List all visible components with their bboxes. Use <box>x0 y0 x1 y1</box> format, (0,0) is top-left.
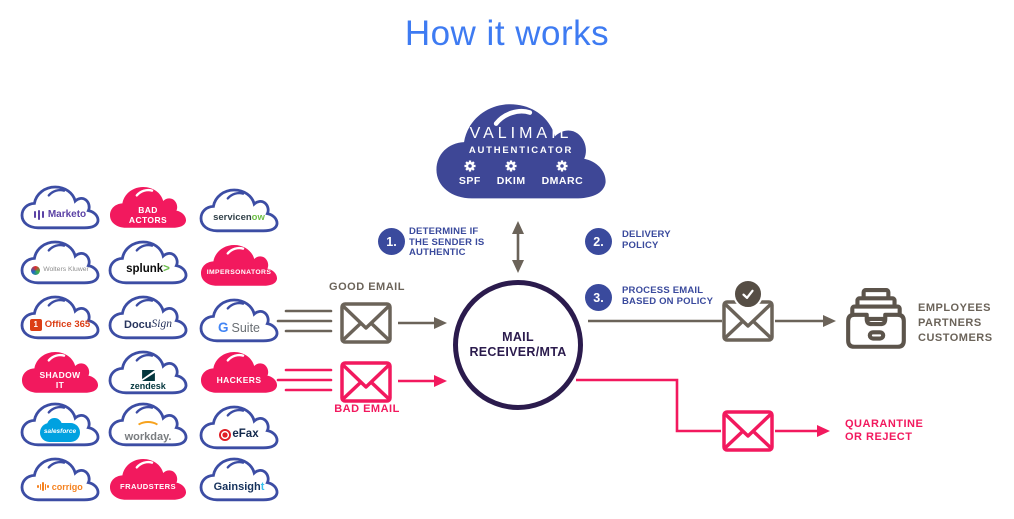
good-speed-lines <box>276 309 333 333</box>
cloud-label: SHADOW IT <box>39 370 81 390</box>
marketo-bars-icon <box>33 207 46 223</box>
authenticator-cloud: VALIMAIL AUTHENTICATOR SPF DKIM DMARC <box>432 95 610 215</box>
bad-email-label: BAD EMAIL <box>334 403 400 415</box>
sender-cloud-workday: workday. <box>108 400 188 452</box>
cloud-label: workday. <box>124 431 172 443</box>
cloud-label: Gainsigh <box>213 480 261 493</box>
salesforce-cloud-icon: salesforce <box>40 417 80 442</box>
sender-cloud-efax: eFax <box>199 403 279 455</box>
corrigo-bars-icon <box>37 479 50 495</box>
sender-cloud-zendesk: zendesk <box>108 348 188 400</box>
sender-cloud-splunk: splunk> <box>108 238 188 290</box>
cloud-label: t <box>260 480 265 493</box>
cloud-label: salesforce <box>43 427 77 435</box>
step-1-badge: 1. <box>378 228 405 255</box>
protocol-dmarc: DMARC <box>542 159 584 187</box>
protocol-label: DMARC <box>541 175 584 187</box>
deliver-path <box>588 315 836 327</box>
cloud-label: ow <box>251 212 265 224</box>
step-number: 1. <box>386 234 397 249</box>
workday-arc-icon <box>135 421 161 437</box>
cloud-label: Office 365 <box>44 319 91 331</box>
quarantine-path <box>576 378 830 437</box>
cloud-label: Docu <box>124 318 152 331</box>
bad-email-envelope-icon <box>340 361 392 403</box>
step-number: 2. <box>593 234 604 249</box>
sender-cloud-hackers: HACKERS <box>199 348 279 400</box>
quarantine-label: QUARANTINE OR REJECT <box>845 418 924 443</box>
cloud-label: servicen <box>213 212 252 224</box>
authenticator-double-arrow <box>512 221 524 273</box>
step-2-label: DELIVERY POLICY <box>622 229 671 251</box>
protocol-label: SPF <box>458 175 481 187</box>
sender-cloud-shadow-it: SHADOW IT <box>20 348 100 400</box>
delivered-recipients-label: EMPLOYEES PARTNERS CUSTOMERS <box>918 302 993 344</box>
protocols-row: SPF DKIM DMARC <box>432 159 610 187</box>
valimail-logo: VALIMAIL <box>469 125 573 142</box>
protocol-label: DKIM <box>496 175 526 187</box>
cloud-label: Wolters Kluwer <box>43 265 89 273</box>
mail-receiver-label: MAIL RECEIVER/MTA <box>469 330 567 359</box>
good-email-arrow <box>398 317 447 329</box>
efax-swirl-icon <box>219 429 232 441</box>
cloud-label: zendesk <box>130 380 166 391</box>
zendesk-icon <box>141 369 155 381</box>
cloud-label: Marketo <box>47 209 87 220</box>
cloud-label: G <box>217 320 229 336</box>
cloud-label: BAD ACTORS <box>128 205 168 225</box>
bad-email-arrow <box>398 375 447 387</box>
cloud-label: Sign <box>151 318 172 331</box>
page-title: How it works <box>404 14 610 53</box>
good-email-label: GOOD EMAIL <box>329 281 405 293</box>
wolters-kluwer-icon <box>31 265 41 275</box>
cloud-label: splunk <box>126 263 164 276</box>
cloud-label: HACKERS <box>216 375 262 385</box>
office-icon: 1 <box>29 319 42 331</box>
inbox-tray-icon <box>842 287 910 349</box>
sender-cloud-marketo: Marketo <box>20 183 100 235</box>
cloud-label: IMPERSONATORS <box>206 269 272 276</box>
sender-cloud-fraudsters: FRAUDSTERS <box>108 455 188 507</box>
sender-cloud-salesforce: salesforce <box>20 400 100 452</box>
cloud-label: corrigo <box>51 481 83 492</box>
sender-cloud-impersonators: IMPERSONATORS <box>199 241 279 293</box>
step-1-label: DETERMINE IF THE SENDER IS AUTHENTIC <box>409 226 485 258</box>
quarantine-envelope-icon <box>722 410 774 452</box>
sender-cloud-wolters-kluwer: Wolters Kluwer <box>20 238 100 290</box>
protocol-spf: SPF <box>459 159 481 187</box>
bad-speed-lines <box>276 368 333 392</box>
gear-icon <box>463 159 477 173</box>
step-3-label: PROCESS EMAIL BASED ON POLICY <box>622 285 714 307</box>
step-3-badge: 3. <box>585 284 612 311</box>
gear-icon <box>555 159 570 173</box>
cloud-label: eFax <box>232 428 259 441</box>
mail-receiver-node: MAIL RECEIVER/MTA <box>453 280 583 410</box>
sender-cloud-bad-actors: BAD ACTORS <box>108 183 188 235</box>
sender-cloud-corrigo: corrigo <box>20 455 100 507</box>
check-badge-icon <box>733 279 763 309</box>
cloud-label: Suite <box>231 320 261 335</box>
gear-icon <box>504 159 518 173</box>
cloud-label: FRAUDSTERS <box>120 482 176 491</box>
step-number: 3. <box>593 290 604 305</box>
step-2-badge: 2. <box>585 228 612 255</box>
protocol-dkim: DKIM <box>497 159 526 187</box>
cloud-label: > <box>163 263 170 276</box>
authenticator-subtitle: AUTHENTICATOR <box>468 145 574 156</box>
good-email-envelope-icon <box>340 302 392 344</box>
